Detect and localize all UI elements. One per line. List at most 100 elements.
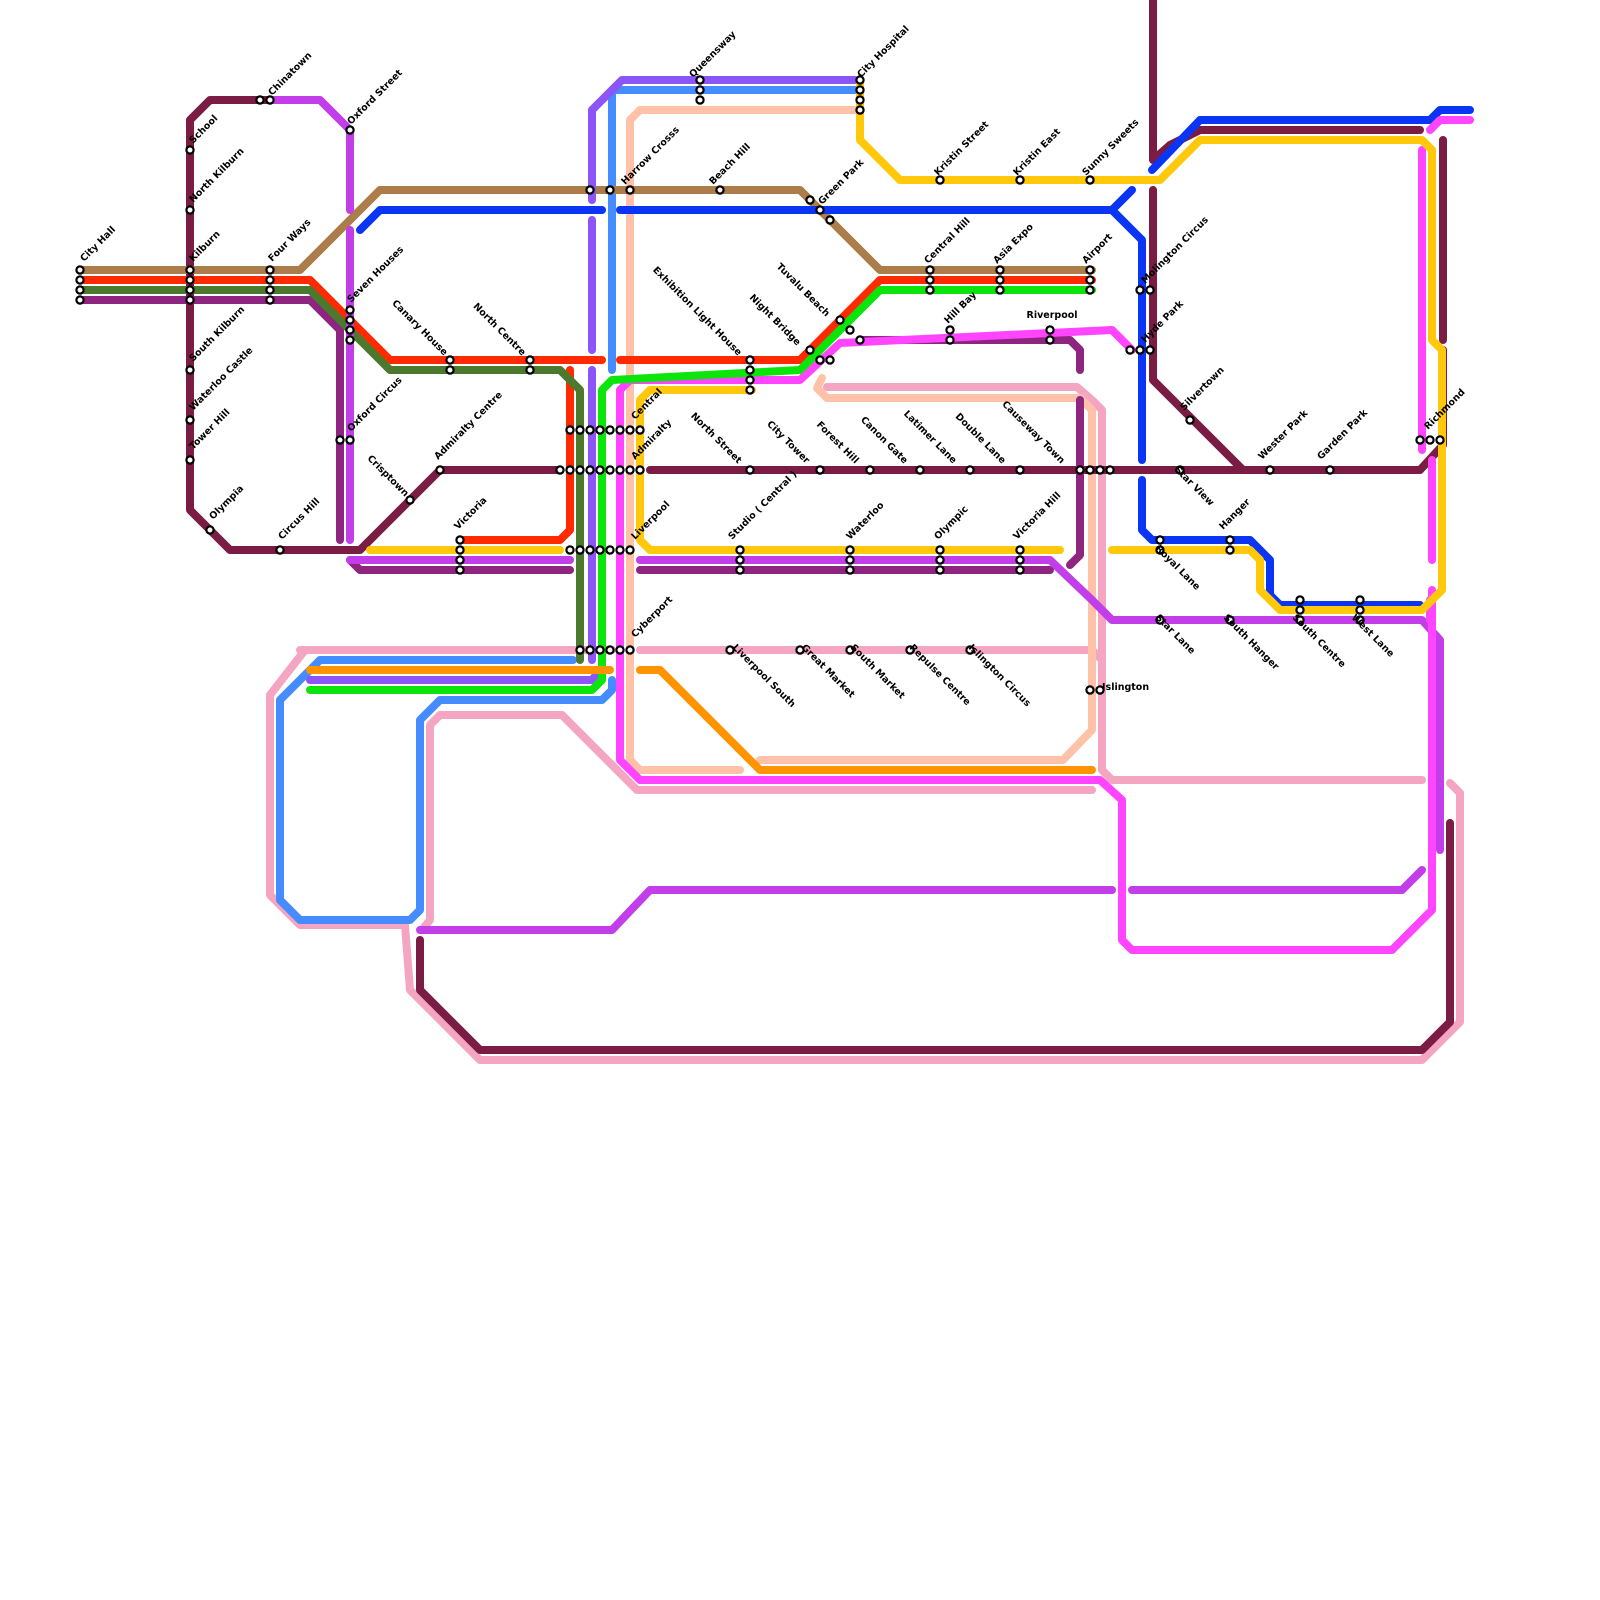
label-garden-park[interactable]: Garden Park	[1315, 407, 1370, 462]
station-marker-63[interactable]	[735, 565, 745, 575]
label-north-centre[interactable]: North Centre	[471, 301, 528, 358]
label-olympic[interactable]: Olympic	[932, 504, 970, 542]
label-admiralty-centre[interactable]: Admiralty Centre	[432, 390, 505, 463]
station-marker-158[interactable]	[605, 645, 615, 655]
label-silvertown[interactable]: Silvertown	[1178, 365, 1226, 413]
station-marker-42[interactable]	[695, 85, 705, 95]
station-marker-142[interactable]	[585, 465, 595, 475]
station-marker-66[interactable]	[845, 545, 855, 555]
station-marker-110[interactable]	[1145, 285, 1155, 295]
station-marker-109[interactable]	[1135, 345, 1145, 355]
station-marker-5[interactable]	[185, 205, 195, 215]
label-sunny-sweets[interactable]: Sunny Sweets	[1080, 117, 1141, 178]
station-marker-25[interactable]	[345, 335, 355, 345]
station-marker-114[interactable]	[1155, 535, 1165, 545]
station-marker-78[interactable]	[925, 275, 935, 285]
station-marker-98[interactable]	[1085, 465, 1095, 475]
station-marker-145[interactable]	[615, 465, 625, 475]
station-marker-118[interactable]	[1225, 545, 1235, 555]
station-marker-91[interactable]	[1015, 465, 1025, 475]
station-marker-36[interactable]	[525, 355, 535, 365]
station-marker-149[interactable]	[575, 545, 585, 555]
label-kristin-street[interactable]: Kristin Street	[932, 119, 991, 178]
label-airport[interactable]: Airport	[1080, 231, 1115, 266]
station-marker-64[interactable]	[725, 645, 735, 655]
station-marker-69[interactable]	[845, 645, 855, 655]
station-marker-100[interactable]	[1105, 465, 1115, 475]
label-crisptown[interactable]: Crisptown	[365, 453, 411, 499]
station-marker-81[interactable]	[945, 335, 955, 345]
station-marker-144[interactable]	[605, 465, 615, 475]
station-marker-29[interactable]	[435, 465, 445, 475]
label-oxford-street[interactable]: Oxford Street	[345, 67, 405, 127]
station-marker-21[interactable]	[345, 125, 355, 135]
station-marker-106[interactable]	[1095, 685, 1105, 695]
station-marker-55[interactable]	[745, 365, 755, 375]
station-marker-34[interactable]	[455, 555, 465, 565]
station-marker-67[interactable]	[845, 555, 855, 565]
station-marker-104[interactable]	[1085, 285, 1095, 295]
station-marker-47[interactable]	[825, 215, 835, 225]
station-marker-52[interactable]	[845, 325, 855, 335]
label-victoria-hill[interactable]: Victoria Hill	[1011, 490, 1063, 542]
station-marker-31[interactable]	[445, 365, 455, 375]
station-marker-152[interactable]	[605, 545, 615, 555]
station-marker-141[interactable]	[575, 465, 585, 475]
station-marker-92[interactable]	[1015, 545, 1025, 555]
station-marker-72[interactable]	[855, 95, 865, 105]
label-central-hill[interactable]: Central Hill	[922, 216, 972, 266]
station-marker-147[interactable]	[635, 465, 645, 475]
metro-line-magenta-10[interactable]	[266, 96, 1444, 934]
station-marker-120[interactable]	[1265, 465, 1275, 475]
station-marker-154[interactable]	[625, 545, 635, 555]
label-victoria[interactable]: Victoria	[452, 495, 489, 532]
station-marker-159[interactable]	[615, 645, 625, 655]
station-marker-95[interactable]	[1045, 325, 1055, 335]
station-marker-40[interactable]	[625, 185, 635, 195]
station-marker-6[interactable]	[185, 265, 195, 275]
label-cyberport[interactable]: Cyberport	[629, 594, 675, 640]
station-marker-44[interactable]	[715, 185, 725, 195]
station-marker-27[interactable]	[345, 435, 355, 445]
station-marker-115[interactable]	[1155, 545, 1165, 555]
station-marker-4[interactable]	[185, 145, 195, 155]
station-marker-24[interactable]	[345, 325, 355, 335]
station-marker-60[interactable]	[865, 465, 875, 475]
station-marker-121[interactable]	[1295, 595, 1305, 605]
station-marker-12[interactable]	[185, 455, 195, 465]
station-marker-17[interactable]	[265, 275, 275, 285]
label-north-kilburn[interactable]: North Kilburn	[187, 146, 246, 205]
station-marker-140[interactable]	[565, 465, 575, 475]
station-marker-38[interactable]	[585, 185, 595, 195]
label-green-park[interactable]: Green Park	[816, 157, 866, 207]
station-marker-84[interactable]	[935, 555, 945, 565]
station-marker-23[interactable]	[345, 315, 355, 325]
station-marker-130[interactable]	[1435, 435, 1445, 445]
station-marker-53[interactable]	[855, 335, 865, 345]
station-marker-79[interactable]	[925, 285, 935, 295]
station-marker-32[interactable]	[455, 535, 465, 545]
station-marker-96[interactable]	[1045, 335, 1055, 345]
station-marker-16[interactable]	[265, 265, 275, 275]
station-marker-73[interactable]	[855, 105, 865, 115]
label-circus-hill[interactable]: Circus Hill	[276, 496, 322, 542]
station-marker-160[interactable]	[625, 645, 635, 655]
station-marker-94[interactable]	[1015, 565, 1025, 575]
label-studio-central[interactable]: Studio ( Central )	[726, 469, 799, 542]
station-marker-129[interactable]	[1425, 435, 1435, 445]
station-marker-14[interactable]	[255, 95, 265, 105]
label-causeway-town[interactable]: Causeway Town	[1000, 399, 1067, 466]
station-marker-28[interactable]	[405, 495, 415, 505]
label-north-street[interactable]: North Street	[688, 411, 744, 467]
metro-line-skyblue-1[interactable]	[276, 86, 859, 924]
station-marker-111[interactable]	[1145, 345, 1155, 355]
station-marker-102[interactable]	[1085, 265, 1095, 275]
station-marker-3[interactable]	[75, 295, 85, 305]
label-canon-gate[interactable]: Canon Gate	[858, 415, 910, 467]
station-marker-50[interactable]	[825, 355, 835, 365]
station-marker-11[interactable]	[185, 415, 195, 425]
label-islington[interactable]: Islington	[1102, 682, 1149, 693]
station-marker-8[interactable]	[185, 285, 195, 295]
station-marker-62[interactable]	[735, 555, 745, 565]
station-marker-153[interactable]	[615, 545, 625, 555]
